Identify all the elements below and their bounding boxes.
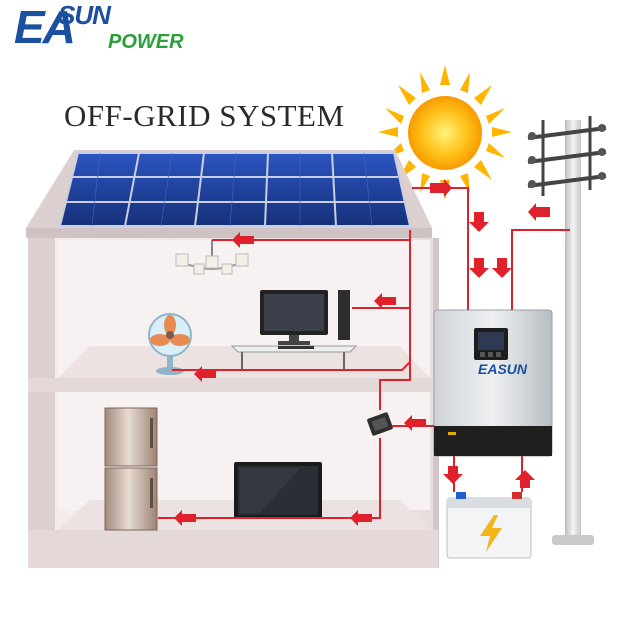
arrow-up-icon — [515, 470, 535, 488]
arrow-left-icon — [528, 203, 550, 221]
inverter — [434, 310, 552, 456]
inverter-logo: EASUN — [478, 362, 527, 376]
battery — [447, 492, 531, 558]
solar-panel — [60, 153, 410, 226]
arrow-down-icon — [469, 258, 489, 278]
arrow-down-icon — [492, 258, 512, 278]
arrow-down-icon — [469, 212, 489, 232]
television — [234, 462, 322, 519]
refrigerator — [105, 408, 157, 530]
arrow-down-icon — [443, 466, 463, 484]
